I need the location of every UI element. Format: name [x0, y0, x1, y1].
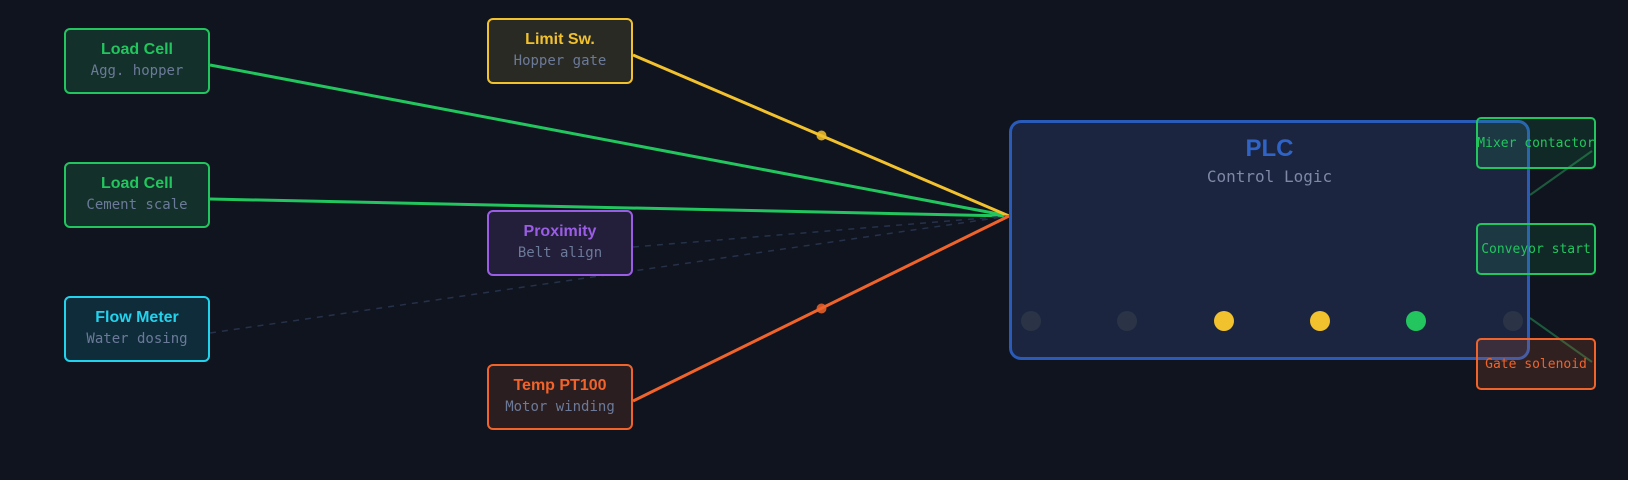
- sensor-title: Limit Sw.: [525, 31, 595, 48]
- sensor-subtitle: Agg. hopper: [90, 63, 184, 79]
- sensor-flow-meter-water-dosing[interactable]: Flow Meter Water dosing: [64, 296, 210, 362]
- wire-water-dosing: [209, 215, 1010, 334]
- output-label: Conveyor start: [1481, 241, 1591, 257]
- output-conveyor-start[interactable]: Conveyor start: [1476, 223, 1596, 275]
- sensor-subtitle: Belt align: [517, 245, 603, 261]
- sensor-title: Temp PT100: [513, 377, 607, 394]
- plc-title: PLC: [1245, 135, 1294, 162]
- sensor-title: Proximity: [523, 223, 597, 240]
- plc-block[interactable]: PLC Control Logic: [1009, 120, 1530, 360]
- sensor-subtitle: Water dosing: [86, 331, 188, 347]
- status-led: [1503, 311, 1523, 331]
- wire-cement-scale: [209, 197, 1010, 218]
- sensor-subtitle: Hopper gate: [513, 53, 607, 69]
- output-gate-solenoid[interactable]: Gate solenoid: [1476, 338, 1596, 390]
- sensor-title: Flow Meter: [95, 309, 179, 326]
- status-led: [1214, 311, 1234, 331]
- plc-subtitle: Control Logic: [1206, 167, 1333, 186]
- wire-agg-hopper: [209, 63, 1010, 218]
- output-label: Mixer contactor: [1477, 135, 1595, 151]
- sensor-subtitle: Motor winding: [505, 399, 615, 415]
- sensor-limit-switch-hopper-gate[interactable]: Limit Sw. Hopper gate: [487, 18, 633, 84]
- output-mixer-contactor[interactable]: Mixer contactor: [1476, 117, 1596, 169]
- signal-pulse-dot: [816, 130, 827, 141]
- sensor-title: Load Cell: [100, 175, 173, 192]
- status-led: [1310, 311, 1330, 331]
- sensor-load-cell-cement-scale[interactable]: Load Cell Cement scale: [64, 162, 210, 228]
- sensor-subtitle: Cement scale: [86, 197, 188, 213]
- status-led: [1021, 311, 1041, 331]
- output-label: Gate solenoid: [1485, 356, 1587, 372]
- wire-gate-solenoid: [1529, 317, 1593, 363]
- signal-pulse-dot: [816, 303, 827, 314]
- wire-belt-align: [632, 215, 1010, 248]
- sensor-proximity-belt-align[interactable]: Proximity Belt align: [487, 210, 633, 276]
- status-led: [1117, 311, 1137, 331]
- status-led: [1406, 311, 1426, 331]
- sensor-load-cell-agg-hopper[interactable]: Load Cell Agg. hopper: [64, 28, 210, 94]
- wire-mixer-contactor: [1529, 150, 1593, 196]
- sensor-temp-pt100-motor-winding[interactable]: Temp PT100 Motor winding: [487, 364, 633, 430]
- sensor-title: Load Cell: [100, 41, 173, 58]
